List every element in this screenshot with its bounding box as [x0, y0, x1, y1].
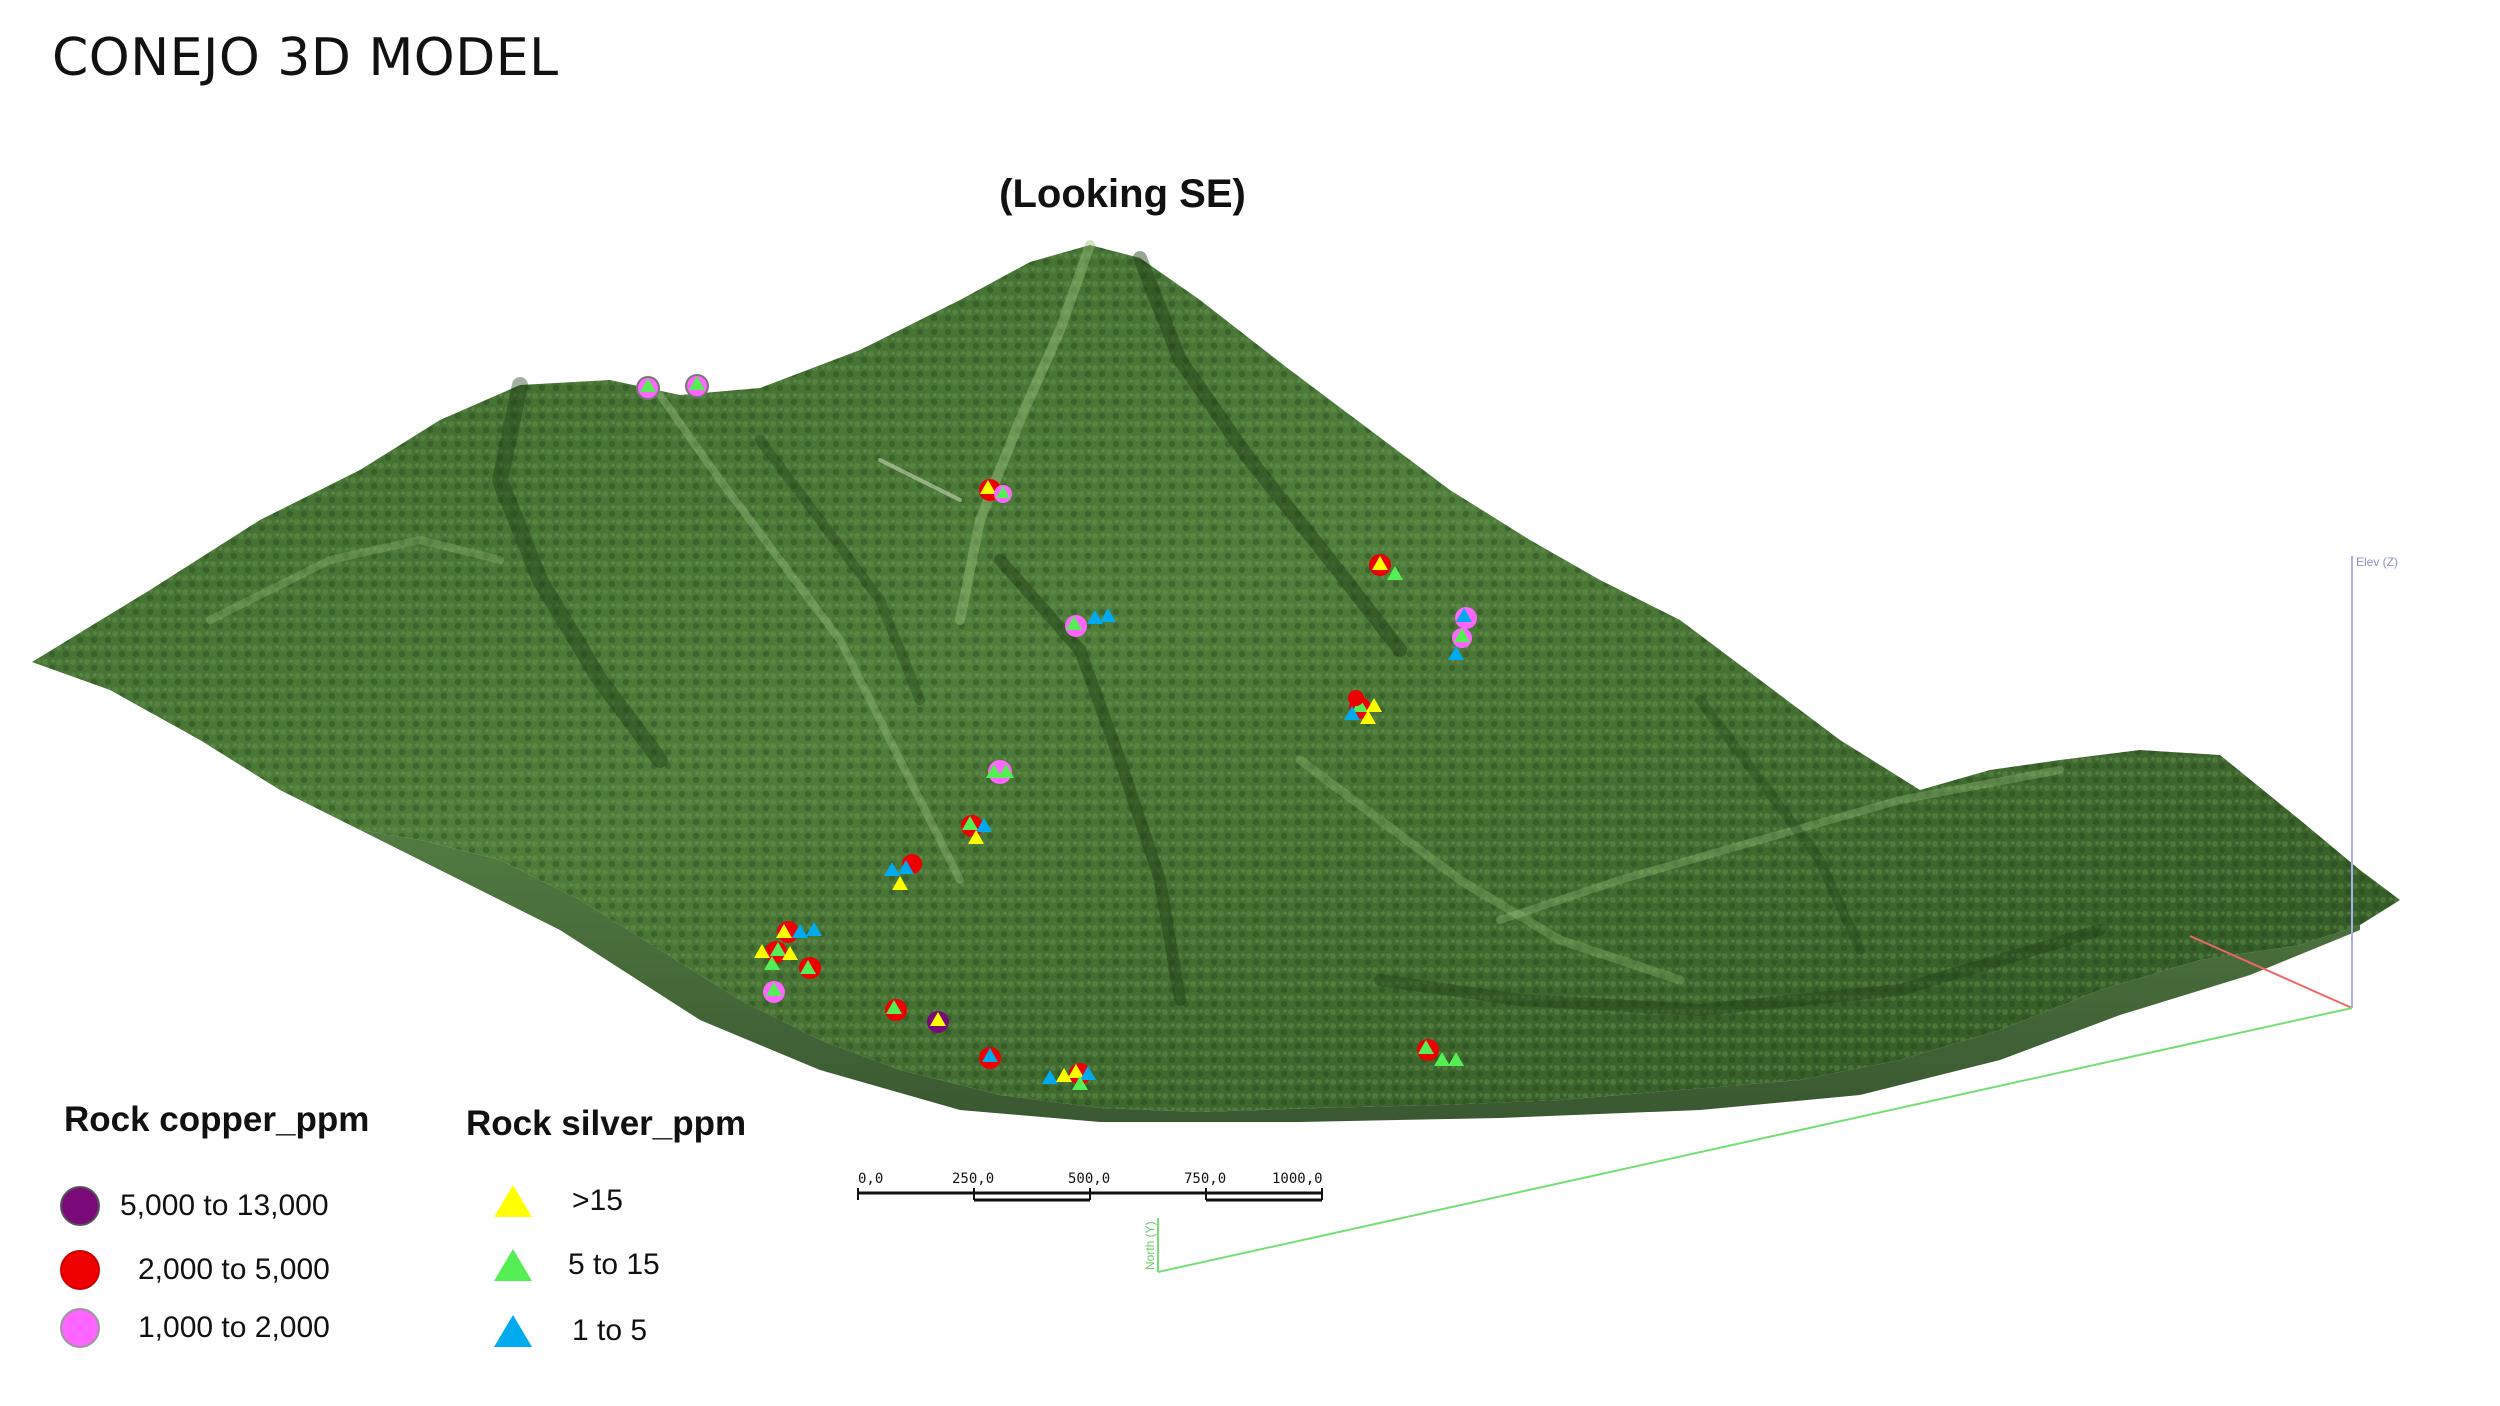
- sample-site[interactable]: [1448, 607, 1477, 660]
- sample-site[interactable]: [1369, 554, 1403, 580]
- sample-site[interactable]: [884, 854, 922, 890]
- sample-site[interactable]: [979, 479, 1012, 503]
- silver-high-label: >15: [572, 1184, 623, 1217]
- silver-legend-item-high: >15: [494, 1184, 623, 1218]
- terrain-relief: [206, 240, 2106, 1017]
- terrain-texture: [32, 245, 2400, 1112]
- x-axis-line: [2189, 935, 2353, 1009]
- copper-legend-item-mid: 2,000 to 5,000: [60, 1250, 330, 1290]
- scale-tick-500: 500,0: [1068, 1171, 1110, 1187]
- scale-tick-750: 750,0: [1184, 1171, 1226, 1187]
- silver-mid-label: 5 to 15: [568, 1248, 660, 1281]
- scale-bar: 0,0 250,0 500,0 750,0 1000,0: [857, 1171, 1323, 1202]
- silver-legend-item-low: 1 to 5: [494, 1314, 647, 1348]
- sample-site[interactable]: [1417, 1039, 1464, 1066]
- copper-legend-item-low: 1,000 to 2,000: [60, 1308, 330, 1348]
- sample-site[interactable]: [776, 921, 822, 943]
- view-direction-label: (Looking SE): [999, 172, 1246, 216]
- sample-site[interactable]: [1344, 690, 1382, 724]
- silver-legend-title: Rock silver_ppm: [466, 1104, 747, 1143]
- sample-site[interactable]: [636, 376, 660, 400]
- sample-site[interactable]: [986, 760, 1014, 784]
- page-title: CONEJO 3D MODEL: [52, 28, 559, 88]
- scale-tick-0: 0,0: [858, 1171, 883, 1187]
- sample-site[interactable]: [1065, 608, 1116, 637]
- silver-mid-swatch: [494, 1249, 532, 1281]
- silver-low-swatch: [494, 1315, 532, 1347]
- y-axis-label: North (Y): [1143, 1221, 1157, 1270]
- copper-mid-swatch: [60, 1250, 100, 1290]
- sample-markers: [636, 374, 1477, 1090]
- sample-site[interactable]: [961, 815, 992, 844]
- copper-high-label: 5,000 to 13,000: [120, 1189, 329, 1222]
- sample-site[interactable]: [927, 1011, 949, 1033]
- copper-legend-title: Rock copper_ppm: [64, 1100, 370, 1139]
- copper-low-swatch: [60, 1308, 100, 1348]
- silver-legend-item-mid: 5 to 15: [494, 1248, 660, 1282]
- silver-low-label: 1 to 5: [572, 1314, 648, 1347]
- sample-site[interactable]: [885, 999, 907, 1021]
- sample-site[interactable]: [979, 1047, 1001, 1069]
- z-axis-label: Elev (Z): [2356, 555, 2398, 569]
- sample-site[interactable]: [763, 981, 785, 1003]
- copper-low-label: 1,000 to 2,000: [138, 1311, 330, 1344]
- silver-high-swatch: [494, 1185, 532, 1217]
- sample-site[interactable]: [754, 941, 798, 970]
- copper-mid-label: 2,000 to 5,000: [138, 1253, 330, 1286]
- sample-site[interactable]: [1042, 1063, 1096, 1090]
- sample-site[interactable]: [685, 374, 709, 398]
- copper-high-swatch: [60, 1186, 100, 1226]
- y-axis-line: [1157, 1007, 2353, 1273]
- sample-site[interactable]: [799, 957, 821, 979]
- scale-tick-250: 250,0: [952, 1171, 994, 1187]
- copper-legend-item-high: 5,000 to 13,000: [60, 1186, 329, 1226]
- scale-tick-1000: 1000,0: [1272, 1171, 1323, 1187]
